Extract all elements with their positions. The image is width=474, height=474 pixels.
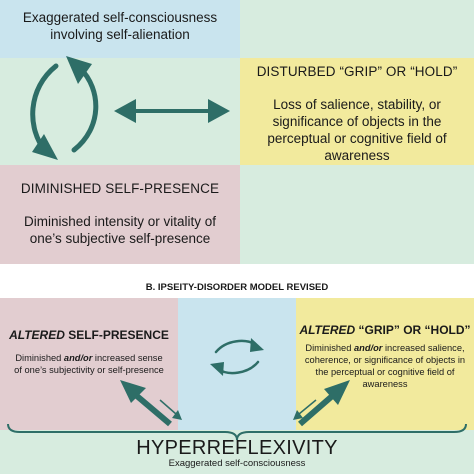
self-consciousness-line-1: Exaggerated self-consciousness [22, 10, 218, 25]
diminished-self-presence-box [0, 165, 240, 264]
double-arrow-head-right [208, 99, 230, 123]
altered-self-presence-line-1-a: Diminished [15, 353, 64, 363]
double-arrow-head-left [114, 99, 136, 123]
disturbed-grip-title: DISTURBED “GRIP” OR “HOLD” [256, 64, 458, 79]
disturbed-grip-line-4: awareness [324, 148, 390, 163]
altered-grip-line-1-a: Diminished [305, 343, 354, 353]
altered-grip-line-2: coherence, or significance of objects in [304, 355, 466, 365]
disturbed-grip-line-2: significance of objects in the [272, 114, 442, 129]
section-b-heading: B. IPSEITY-DISORDER MODEL REVISED [145, 282, 329, 293]
altered-grip-line-3: the perceptual or cognitive field of [315, 367, 455, 377]
altered-self-presence-line-1: Diminished and/or increased sense [0, 353, 178, 363]
altered-grip-line-1-em: and/or [353, 343, 383, 353]
circular-arrow-head-down [32, 134, 58, 160]
diminished-self-presence-title: DIMINISHED SELF-PRESENCE [20, 181, 220, 196]
self-consciousness-line-2: involving self-alienation [50, 27, 190, 42]
disturbed-grip-line-1: Loss of salience, stability, or [273, 97, 441, 112]
altered-self-presence-line-1-b: increased sense [92, 353, 163, 363]
panel-a-arrows [30, 56, 230, 160]
altered-grip-line-4: awareness [362, 379, 408, 389]
center-blue-panel [178, 298, 296, 430]
altered-self-presence-line-1-em: and/or [63, 353, 93, 363]
diminished-self-presence-line-1: Diminished intensity or vitality of [23, 214, 217, 229]
altered-grip-line-1: Diminished and/or increased salience, [296, 343, 474, 353]
altered-grip-title: ALTERED “GRIP” OR “HOLD” [296, 323, 474, 337]
altered-grip-title-em: ALTERED [299, 323, 356, 337]
altered-self-presence-title: ALTERED SELF-PRESENCE [0, 328, 178, 342]
altered-grip-title-rest: “GRIP” OR “HOLD” [355, 323, 471, 337]
circular-arrow-head-up [66, 56, 92, 84]
disturbed-grip-line-3: perceptual or cognitive field of [267, 131, 447, 146]
disturbed-grip-box [240, 58, 474, 165]
altered-self-presence-line-2: of one’s subjectivity or self-presence [14, 365, 164, 375]
diminished-self-presence-line-2: one’s subjective self-presence [29, 231, 211, 246]
altered-grip-line-1-b: increased salience, [382, 343, 465, 353]
hyperreflexivity-subtitle: Exaggerated self-consciousness [168, 458, 306, 469]
self-consciousness-box [0, 0, 240, 58]
altered-self-presence-title-rest: SELF-PRESENCE [64, 328, 169, 342]
hyperreflexivity-title: HYPERREFLEXIVITY [136, 437, 338, 459]
altered-self-presence-panel [0, 298, 178, 430]
altered-self-presence-title-em: ALTERED [9, 328, 65, 342]
